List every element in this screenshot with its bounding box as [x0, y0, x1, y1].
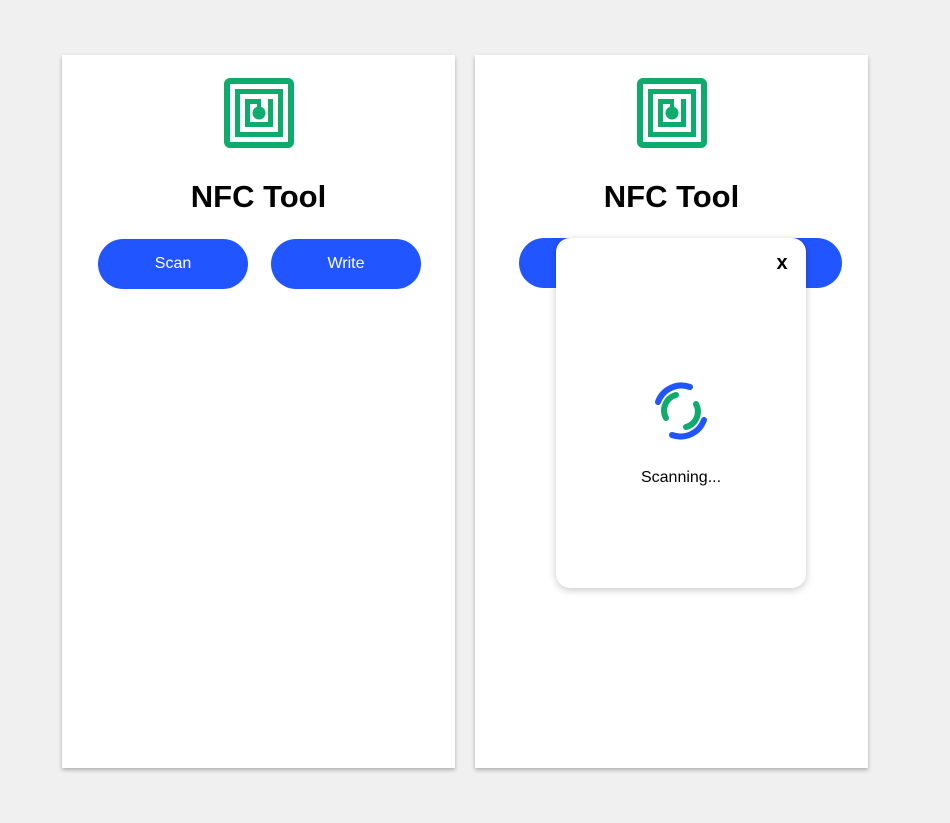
phone-screen-main: NFC Tool Scan Write: [62, 55, 455, 768]
scanning-status: Scanning...: [640, 469, 722, 486]
app-title: NFC Tool: [603, 179, 740, 214]
spinner-icon: [655, 382, 707, 440]
nfc-icon: [223, 78, 294, 148]
close-button[interactable]: x: [770, 248, 794, 278]
phone-screen-scanning: NFC Tool x Scanning...: [475, 55, 868, 768]
scanning-dialog: x Scanning...: [556, 238, 806, 588]
nfc-icon: [636, 78, 707, 148]
scan-button[interactable]: Scan: [98, 239, 248, 289]
app-title: NFC Tool: [190, 179, 327, 214]
write-button[interactable]: Write: [271, 239, 421, 289]
